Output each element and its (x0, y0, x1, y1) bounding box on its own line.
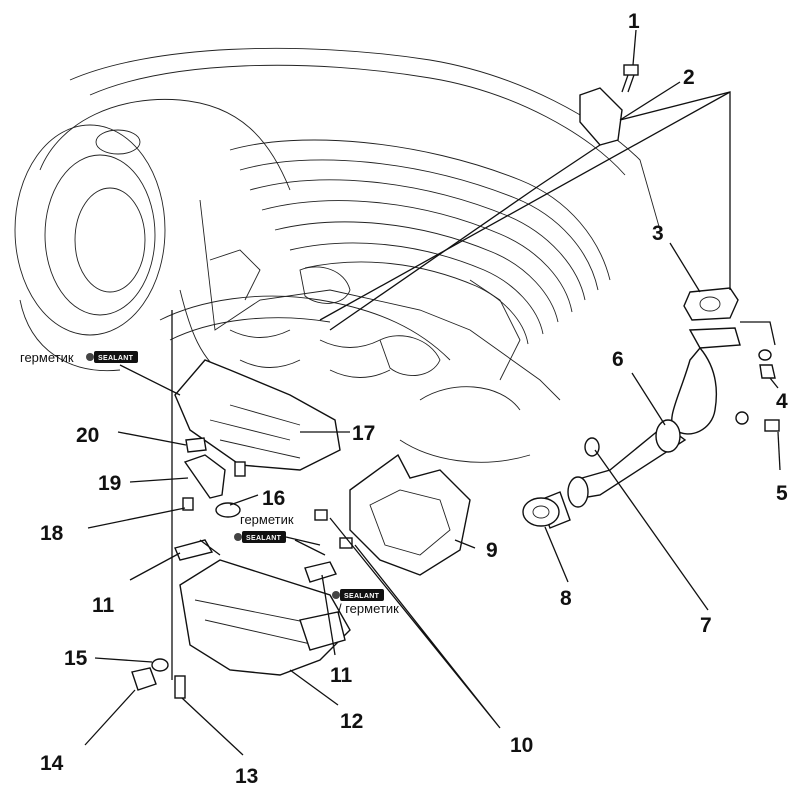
splash-shield-part (174, 359, 341, 471)
germetik-label: герметик (240, 512, 294, 527)
callout-12: 12 (340, 710, 363, 733)
callout-4: 4 (776, 390, 788, 413)
callout-11a: 11 (92, 594, 115, 617)
callout-3: 3 (652, 222, 664, 245)
callout-15: 15 (64, 647, 88, 670)
callout-20: 20 (76, 424, 99, 447)
drain-plug-14 (131, 667, 157, 691)
bracket-19 (183, 454, 226, 499)
callout-1: 1 (628, 10, 640, 33)
bolt-center (234, 461, 246, 477)
sealant-badge: SEALANT (344, 593, 380, 600)
sealant-label-top: герметик SEALANT (20, 350, 138, 365)
callout-10: 10 (510, 734, 533, 757)
callout-7: 7 (700, 614, 712, 637)
bracket-part (579, 87, 623, 146)
sealant-badge: SEALANT (98, 355, 134, 362)
bolt-part-1 (621, 64, 639, 93)
callout-14: 14 (40, 752, 64, 775)
leader-lines (84, 29, 781, 756)
sealant-badge: SEALANT (246, 535, 282, 542)
callout-18: 18 (40, 522, 64, 545)
callout-19: 19 (98, 472, 121, 495)
bolt-10a (314, 509, 328, 521)
callout-16: 16 (262, 487, 285, 510)
callout-9: 9 (486, 539, 498, 562)
callout-8: 8 (560, 587, 572, 610)
germetik-label: герметик (20, 350, 74, 365)
shim-20 (185, 437, 207, 453)
callout-17: 17 (352, 422, 375, 445)
callout-11b: 11 (330, 664, 353, 687)
drain-plug-16 (215, 502, 241, 518)
engine-block-drawing (14, 47, 661, 463)
callout-5: 5 (776, 482, 788, 505)
oil-pan-part (179, 559, 351, 676)
sealant-label-right: SEALANT / герметик (332, 589, 399, 616)
germetik-label: / герметик (338, 601, 399, 616)
bolt-13 (174, 675, 186, 699)
bolt-18 (182, 497, 194, 511)
lower-case-part (349, 453, 471, 576)
callout-6: 6 (612, 348, 624, 371)
washer-15 (151, 658, 169, 672)
sealant-label-middle: герметик SEALANT (234, 512, 321, 546)
callout-13: 13 (235, 765, 258, 788)
callout-2: 2 (683, 66, 695, 89)
gasket-11b (304, 561, 337, 583)
front-pipe-assembly (522, 287, 780, 529)
gasket-11a (174, 539, 214, 561)
callout-numbers: 1 2 3 4 5 6 7 8 9 10 11 11 12 13 14 15 1… (40, 10, 788, 788)
